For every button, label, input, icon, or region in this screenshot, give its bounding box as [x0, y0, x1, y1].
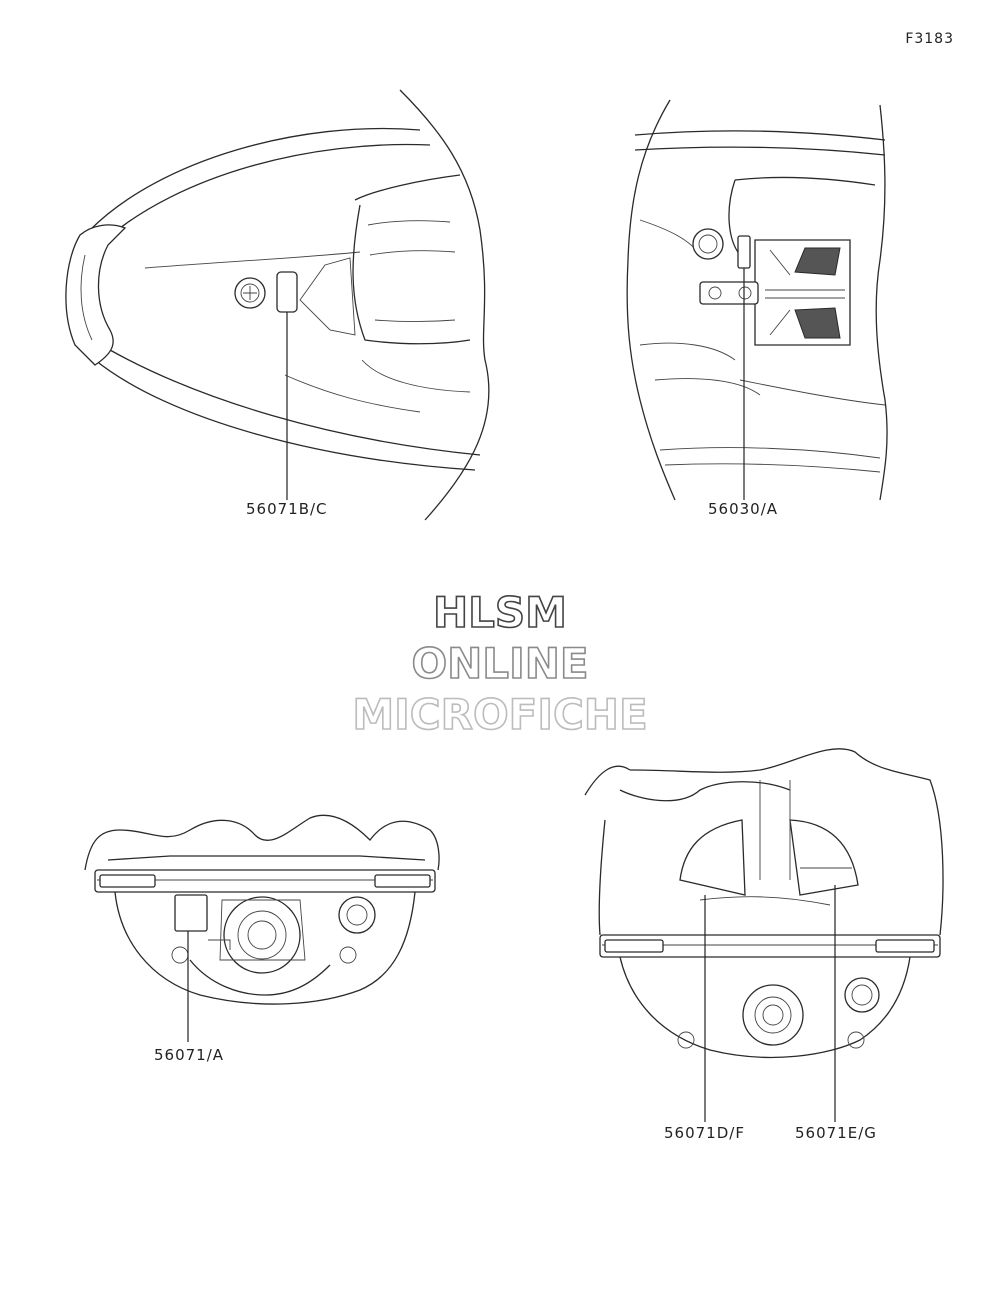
watermark-line-1: HLSM: [432, 588, 568, 637]
watermark-line-2: ONLINE: [411, 639, 590, 688]
bow-deck-view: [65, 89, 490, 521]
stern-view: [84, 814, 440, 1005]
callout-label-c4: 56071D/F: [664, 1124, 745, 1142]
callout-label-c2: 56030/A: [708, 500, 779, 518]
rear-deck-view: [626, 99, 888, 501]
callout-label-c1: 56071B/C: [246, 500, 328, 518]
rear-seat-view: [584, 748, 944, 1059]
watermark-line-3: MICROFICHE: [352, 690, 649, 739]
callout-label-c3: 56071/A: [154, 1046, 225, 1064]
callout-label-c5: 56071E/G: [795, 1124, 877, 1142]
figure-id: F3183: [905, 31, 954, 47]
